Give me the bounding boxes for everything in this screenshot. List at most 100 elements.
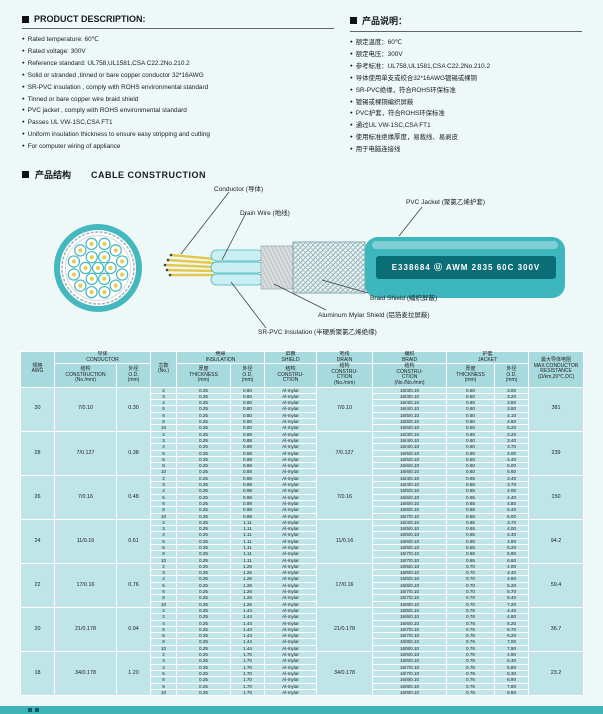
cell-conductor-construction: 11/0.16 [54, 518, 117, 564]
cell-shield: Al-mylar [264, 531, 318, 539]
cell-shield: Al-mylar [264, 663, 318, 671]
cell-jacket-od: 5.80 [494, 663, 530, 671]
square-bullet-icon [22, 171, 29, 178]
cell-jacket-od: 5.20 [494, 619, 530, 627]
cell-insulation-od: 1.11 [230, 550, 266, 558]
cell-shield: Al-mylar [264, 619, 318, 627]
cell-insulation-od: 1.26 [230, 569, 266, 577]
cell-shield: Al-mylar [264, 455, 318, 464]
cell-resistance: 23.2 [528, 651, 585, 697]
cell-shield: Al-mylar [264, 436, 318, 445]
bullet-text: SR-PVC绝缘，符合ROHS环保标准 [355, 86, 456, 94]
cell-insulation-od: 0.80 [230, 392, 266, 401]
header-drain: 地线 DRAIN [316, 351, 374, 365]
cell-jacket-od: 3.00 [494, 386, 530, 394]
bullet-icon: ● [350, 62, 353, 68]
cell-jacket-od: 4.00 [494, 487, 530, 495]
bullet-item: ●镀锡或裸铜编织屏蔽 [350, 97, 582, 109]
bullet-icon: ● [350, 98, 353, 104]
cell-jacket-od: 4.80 [494, 499, 530, 508]
cell-jacket-od: 7.00 [494, 638, 530, 646]
bullet-item: ●额定电压：300V [350, 49, 582, 61]
cell-insulation-od: 0.88 [230, 443, 266, 451]
cell-jacket-od: 6.20 [494, 632, 530, 640]
cell-shield: Al-mylar [264, 632, 318, 640]
cell-jacket-od: 6.30 [494, 669, 530, 678]
bullet-item: ●Uniform insulation thickness to ensure … [22, 129, 334, 141]
bullet-text: 用于电脑连接线 [355, 146, 401, 154]
bullet-icon: ● [22, 59, 25, 65]
cell-insulation-od: 0.98 [230, 499, 266, 508]
cable-construction-heading: 产品结构 CABLE CONSTRUCTION [22, 168, 206, 181]
cell-shield: Al-mylar [264, 543, 318, 552]
cell-jacket-od: 5.90 [494, 550, 530, 558]
cell-shield: Al-mylar [264, 550, 318, 558]
cell-conductor-od: 0.61 [115, 518, 152, 564]
cell-jacket-od: 5.70 [494, 625, 530, 634]
cell-insulation-od: 0.88 [230, 436, 266, 445]
bullet-item: ●Rated temperature: 60℃ [22, 34, 334, 46]
cell-shield: Al-mylar [264, 506, 318, 514]
cell-jacket-od: 3.80 [494, 405, 530, 413]
bullet-text: Solid or stranded ,tinned or bare copper… [27, 71, 204, 79]
cell-insulation-od: 1.26 [230, 588, 266, 596]
product-description-cn-heading: 产品说明： [350, 14, 582, 32]
header-conductor-od: 外径 O.D. (mm) [115, 363, 152, 388]
cell-insulation-thickness: 0.25 [176, 688, 232, 697]
print-band-bg [376, 256, 556, 279]
cell-shield: Al-mylar [264, 405, 318, 413]
cell-cores: 10 [150, 688, 178, 697]
cell-resistance: 94.2 [528, 518, 585, 564]
cell-conductor-construction: 21/0.178 [54, 606, 117, 653]
cell-insulation-od: 1.70 [230, 682, 266, 690]
cell-insulation-od: 0.88 [230, 468, 266, 476]
header-cores: 芯数 (No.) [150, 351, 178, 388]
cell-shield: Al-mylar [264, 676, 318, 684]
bullet-icon: ● [22, 83, 25, 89]
cell-shield: Al-mylar [264, 537, 318, 546]
cell-insulation-od: 0.98 [230, 480, 266, 489]
cell-jacket-od: 4.40 [494, 531, 530, 539]
drain-wire-label: Drain Wire (地线) [240, 210, 290, 217]
bullet-item: ●Reference standard: UL758,UL1581,CSA C2… [22, 58, 334, 70]
cell-shield: Al-mylar [264, 392, 318, 401]
cell-jacket-od: 4.10 [494, 411, 530, 420]
bullet-text: 镀锡或裸铜编织屏蔽 [355, 98, 414, 106]
bullet-item: ●SR-PVC绝缘，符合ROHS环保标准 [350, 85, 582, 97]
cell-insulation-od: 1.44 [230, 638, 266, 646]
bullet-item: ●导体使用单支或绞合32*16AWG镀锡或裸铜 [350, 73, 582, 85]
cell-insulation-od: 1.26 [230, 575, 266, 583]
bullet-text: SR-PVC insulation , comply with ROHS env… [27, 83, 209, 91]
bullet-text: PVC护套，符合ROHS环保标准 [355, 110, 445, 118]
cell-drain: 7/0.16 [316, 474, 374, 520]
cell-shield: Al-mylar [264, 418, 318, 426]
header-drain-construction: 结构 CONSTRU- CTION (No./mm) [316, 363, 374, 388]
bullet-text: Passes UL VW-1SC,CSA FT1 [27, 119, 113, 127]
cell-conductor-construction: 17/0.16 [54, 562, 117, 608]
sr-pvc-label: SR-PVC Insulation (半硬质聚氯乙烯绝缘) [258, 329, 377, 336]
bullet-text: For computer wiring of appliance [27, 143, 121, 151]
bullet-text: 通过UL VW-1SC,CSA FT1 [355, 122, 431, 130]
cell-shield: Al-mylar [264, 644, 318, 653]
cell-shield: Al-mylar [264, 443, 318, 451]
cell-conductor-construction: 34/0.178 [54, 651, 117, 697]
bullet-icon: ● [22, 71, 25, 77]
cell-jacket-od: 6.60 [494, 556, 530, 564]
